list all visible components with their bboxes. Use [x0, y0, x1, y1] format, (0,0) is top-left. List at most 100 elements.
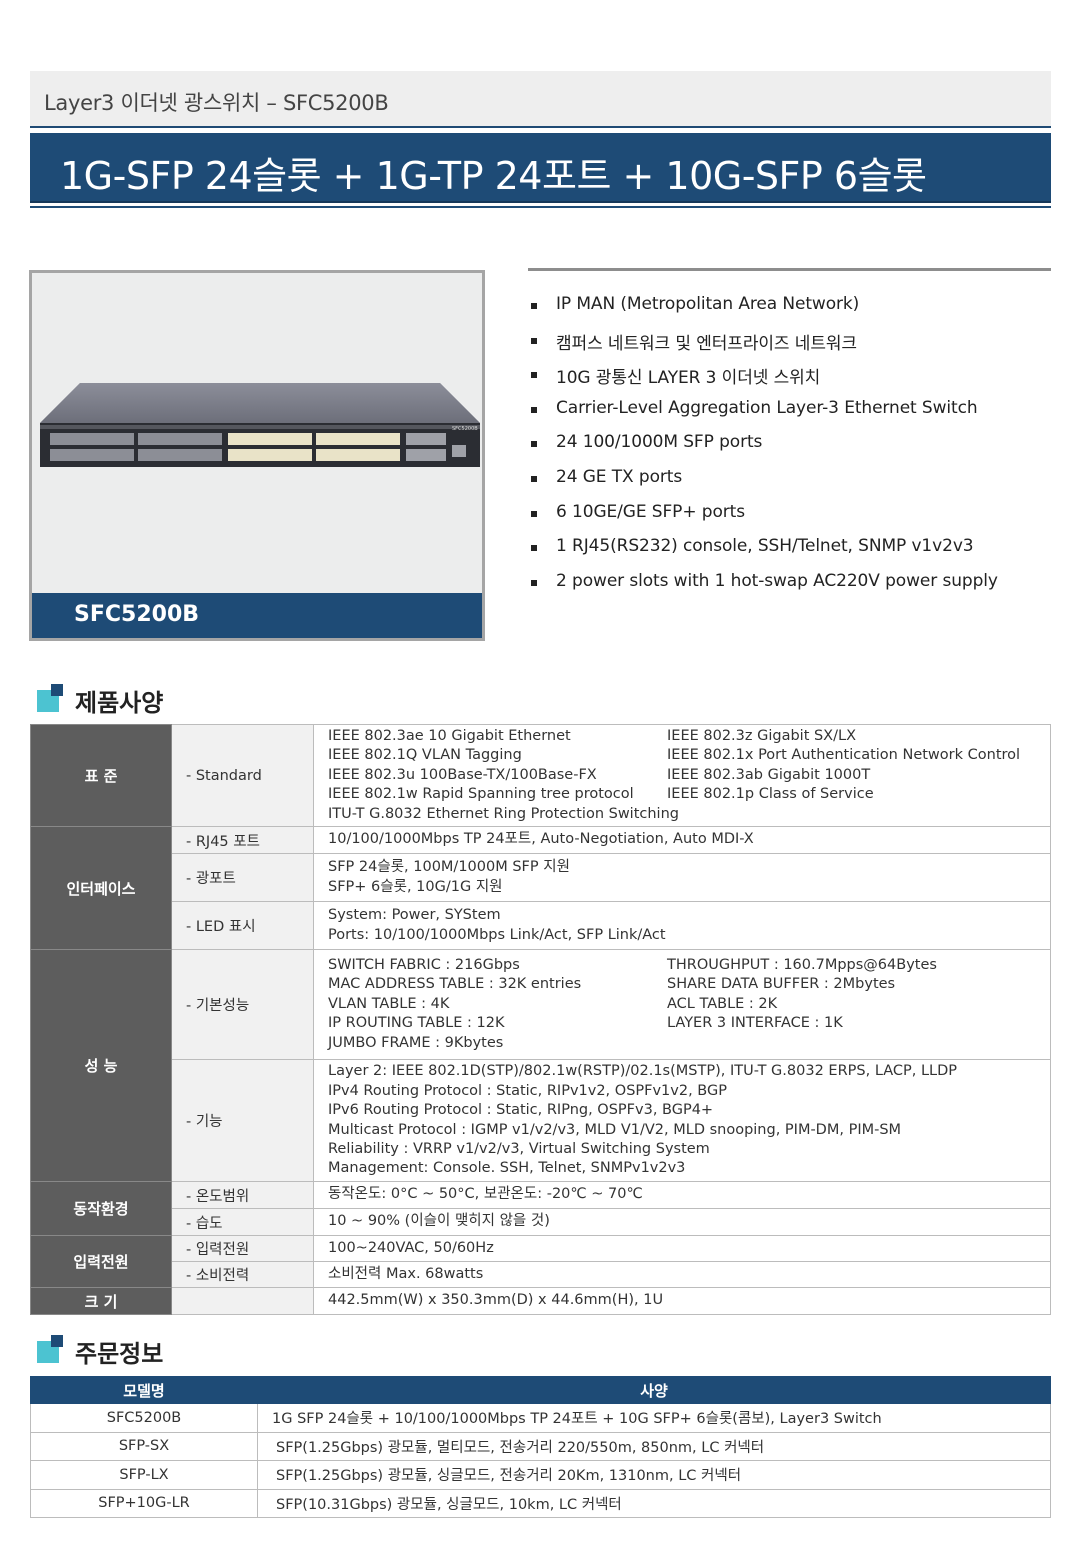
- spec-subcategory: - 입력전원: [171, 1235, 314, 1263]
- spec-line: IP ROUTING TABLE : 12K: [328, 1015, 505, 1032]
- table-row: SFP-SX SFP(1.25Gbps) 광모듈, 멀티모드, 전송거리 220…: [30, 1431, 1051, 1461]
- order-heading: 주문정보: [37, 1334, 163, 1368]
- spec-line: IEEE 802.3ab Gigabit 1000T: [667, 766, 871, 783]
- spec-subcategory: - Standard: [171, 723, 314, 828]
- spec-value: 10/100/1000Mbps TP 24포트, Auto-Negotiatio…: [313, 826, 1051, 855]
- feature-item: 10G 광통신 LAYER 3 이더넷 스위치: [528, 363, 1051, 398]
- spec-line: MAC ADDRESS TABLE : 32K entries: [328, 976, 582, 993]
- spec-line: IEEE 802.1w Rapid Spanning tree protocol: [328, 786, 634, 803]
- spec-table: 표 준 - Standard IEEE 802.3ae 10 Gigabit E…: [30, 723, 1051, 1316]
- order-spec: SFP(1.25Gbps) 광모듈, 멀티모드, 전송거리 220/550m, …: [257, 1431, 1051, 1461]
- feature-item: 6 10GE/GE SFP+ ports: [528, 502, 1051, 537]
- table-row: 성 능 - 기본성능 SWITCH FABRIC : 216Gbps MAC A…: [30, 949, 1051, 1183]
- product-caption: SFC5200B: [32, 593, 482, 638]
- spec-line: IEEE 802.1Q VLAN Tagging: [328, 747, 522, 764]
- spec-line: Management: Console. SSH, Telnet, SNMPv1…: [328, 1160, 686, 1177]
- spec-subcategory: - 기본성능: [171, 949, 314, 1061]
- feature-item: 캠퍼스 네트워크 및 엔터프라이즈 네트워크: [528, 329, 1051, 364]
- spec-category: 동작환경: [30, 1181, 172, 1237]
- table-row: SFP+10G-LR SFP(10.31Gbps) 광모듈, 싱글모드, 10k…: [30, 1488, 1051, 1518]
- spec-value: 442.5mm(W) x 350.3mm(D) x 44.6mm(H), 1U: [313, 1287, 1051, 1316]
- column-header-model: 모델명: [30, 1376, 258, 1404]
- table-row: - LED 표시 System: Power, SYStem Ports: 10…: [31, 901, 1051, 951]
- spec-line: IEEE 802.3z Gigabit SX/LX: [667, 728, 857, 744]
- order-spec: SFP(10.31Gbps) 광모듈, 싱글모드, 10km, LC 커넥터: [257, 1488, 1051, 1518]
- spec-subcategory: - LED 표시: [171, 901, 314, 951]
- spec-value: 동작온도: 0°C ~ 50°C, 보관온도: -20℃ ~ 70℃: [313, 1181, 1051, 1210]
- spec-subcategory: - 온도범위: [171, 1181, 314, 1210]
- table-row: 표 준 - Standard IEEE 802.3ae 10 Gigabit E…: [30, 723, 1051, 828]
- feature-item: 2 power slots with 1 hot-swap AC220V pow…: [528, 571, 1051, 606]
- spec-line: SFP+ 6슬롯, 10G/1G 지원: [328, 878, 503, 895]
- spec-line: IEEE 802.3u 100Base-TX/100Base-FX: [328, 766, 597, 783]
- order-model: SFC5200B: [30, 1403, 258, 1433]
- table-row: 크 기 442.5mm(W) x 350.3mm(D) x 44.6mm(H),…: [30, 1287, 1051, 1316]
- order-spec: 1G SFP 24슬롯 + 10/100/1000Mbps TP 24포트 + …: [257, 1403, 1051, 1433]
- order-table: 모델명 사양 SFC5200B 1G SFP 24슬롯 + 10/100/100…: [30, 1376, 1051, 1518]
- order-heading-text: 주문정보: [75, 1340, 164, 1368]
- table-row: 입력전원 - 입력전원 100~240VAC, 50/60Hz: [30, 1235, 1051, 1289]
- spec-line: VLAN TABLE : 4K: [328, 995, 450, 1012]
- table-row: SFC5200B 1G SFP 24슬롯 + 10/100/1000Mbps T…: [30, 1403, 1051, 1433]
- spec-line: ITU-T G.8032 Ethernet Ring Protection Sw…: [328, 805, 679, 822]
- feature-item: IP MAN (Metropolitan Area Network): [528, 294, 1051, 329]
- spec-subcategory: [171, 1287, 314, 1316]
- document-subtitle: Layer3 이더넷 광스위치 – SFC5200B: [30, 71, 1051, 128]
- spec-line: IEEE 802.1x Port Authentication Network …: [667, 747, 1021, 764]
- spec-line: SFP 24슬롯, 100M/1000M SFP 지원: [328, 859, 570, 876]
- spec-line: Ports: 10/100/1000Mbps Link/Act, SFP Lin…: [328, 926, 666, 943]
- spec-line: Multicast Protocol : IGMP v1/v2/v3, MLD …: [328, 1121, 902, 1138]
- spec-line: IEEE 802.1p Class of Service: [667, 786, 874, 803]
- spec-subcategory: - RJ45 포트: [171, 826, 314, 855]
- spec-value: Layer 2: IEEE 802.1D(STP)/802.1w(RSTP)/0…: [313, 1059, 1051, 1183]
- feature-item: 24 100/1000M SFP ports: [528, 432, 1051, 467]
- spec-value: System: Power, SYStem Ports: 10/100/1000…: [313, 901, 1051, 951]
- spec-line: SWITCH FABRIC : 216Gbps: [328, 957, 520, 974]
- spec-category: 입력전원: [30, 1235, 172, 1289]
- order-model: SFP+10G-LR: [30, 1488, 258, 1518]
- spec-subcategory: - 광포트: [171, 853, 314, 903]
- spec-subcategory: - 습도: [171, 1208, 314, 1237]
- spec-category: 성 능: [30, 949, 172, 1183]
- column-header-spec: 사양: [257, 1376, 1051, 1404]
- spec-category: 인터페이스: [30, 826, 172, 951]
- spec-value: 소비전력 Max. 68watts: [313, 1261, 1051, 1289]
- feature-item: Carrier-Level Aggregation Layer-3 Ethern…: [528, 398, 1051, 433]
- spec-line: IEEE 802.3ae 10 Gigabit Ethernet: [328, 728, 571, 744]
- spec-subcategory: - 소비전력: [171, 1261, 314, 1289]
- device-label: SFC5200B: [452, 426, 478, 432]
- spec-category: 표 준: [30, 723, 172, 828]
- spec-line: JUMBO FRAME : 9Kbytes: [328, 1034, 504, 1051]
- table-row: - 광포트 SFP 24슬롯, 100M/1000M SFP 지원 SFP+ 6…: [31, 853, 1051, 903]
- section-marker-icon: [51, 1335, 63, 1347]
- table-row: - 습도 10 ~ 90% (이슬이 맺히지 않을 것): [31, 1208, 1051, 1237]
- spec-subcategory: - 기능: [171, 1059, 314, 1183]
- spec-line: IPv6 Routing Protocol : Static, RIPng, O…: [328, 1102, 714, 1119]
- order-spec: SFP(1.25Gbps) 광모듈, 싱글모드, 전송거리 20Km, 1310…: [257, 1460, 1051, 1490]
- product-photo: SFC5200B SFC5200B: [29, 270, 485, 641]
- spec-line: ACL TABLE : 2K: [667, 995, 778, 1012]
- switch-illustration: SFC5200B: [40, 383, 480, 467]
- header-divider: [30, 206, 1051, 208]
- spec-value: IEEE 802.3ae 10 Gigabit Ethernet IEEE 80…: [313, 723, 1051, 828]
- section-marker-icon: [51, 684, 63, 696]
- table-row: 동작환경 - 온도범위 동작온도: 0°C ~ 50°C, 보관온도: -20℃…: [30, 1181, 1051, 1237]
- spec-value: SWITCH FABRIC : 216Gbps MAC ADDRESS TABL…: [313, 949, 1051, 1061]
- table-row: - 소비전력 소비전력 Max. 68watts: [31, 1261, 1051, 1289]
- spec-line: Layer 2: IEEE 802.1D(STP)/802.1w(RSTP)/0…: [328, 1063, 958, 1080]
- spec-line: THROUGHPUT : 160.7Mpps@64Bytes: [667, 957, 937, 974]
- table-row: - 기능 Layer 2: IEEE 802.1D(STP)/802.1w(RS…: [31, 1059, 1051, 1183]
- spec-heading-text: 제품사양: [75, 689, 164, 717]
- spec-line: System: Power, SYStem: [328, 907, 501, 924]
- table-row: 인터페이스 - RJ45 포트 10/100/1000Mbps TP 24포트,…: [30, 826, 1051, 951]
- table-row: SFP-LX SFP(1.25Gbps) 광모듈, 싱글모드, 전송거리 20K…: [30, 1460, 1051, 1490]
- spec-line: Reliability : VRRP v1/v2/v3, Virtual Swi…: [328, 1140, 710, 1157]
- feature-item: 24 GE TX ports: [528, 467, 1051, 502]
- feature-list: IP MAN (Metropolitan Area Network) 캠퍼스 네…: [528, 268, 1051, 605]
- order-model: SFP-LX: [30, 1460, 258, 1490]
- spec-value: 10 ~ 90% (이슬이 맺히지 않을 것): [313, 1208, 1051, 1237]
- document-title: 1G-SFP 24슬롯 + 1G-TP 24포트 + 10G-SFP 6슬롯: [30, 133, 1051, 203]
- table-header-row: 모델명 사양: [30, 1376, 1051, 1404]
- spec-line: LAYER 3 INTERFACE : 1K: [667, 1015, 843, 1032]
- spec-heading: 제품사양: [37, 683, 163, 717]
